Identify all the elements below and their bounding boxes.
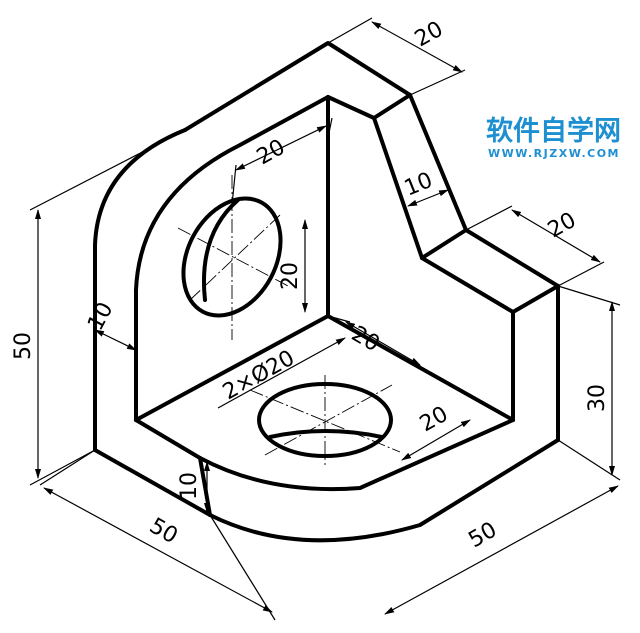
center-lines	[177, 175, 401, 465]
dim-hole-v-y: 20	[278, 262, 303, 290]
dim-base-thickness: 10	[177, 472, 202, 500]
watermark-title: 软件自学网	[486, 115, 621, 147]
watermark: 软件自学网 WWW.RJZXW.COM	[486, 115, 621, 160]
dim-base-y: 20	[416, 402, 453, 437]
dim-step-width: 20	[544, 208, 581, 243]
dimension-texts: 20 10 20 50 10 20 20 20 2×Ø20 20 10 50 5…	[11, 17, 610, 553]
dimension-lines	[29, 17, 621, 621]
dim-length-left: 50	[145, 514, 182, 550]
dim-right-height: 30	[585, 384, 610, 412]
dim-length-right: 50	[465, 518, 502, 554]
dim-base-x: 20	[347, 322, 384, 358]
dim-hole-v-x: 20	[253, 135, 290, 170]
watermark-url: WWW.RJZXW.COM	[488, 147, 620, 160]
dim-left-height: 50	[11, 332, 36, 360]
dim-left-thickness: 10	[83, 298, 118, 334]
